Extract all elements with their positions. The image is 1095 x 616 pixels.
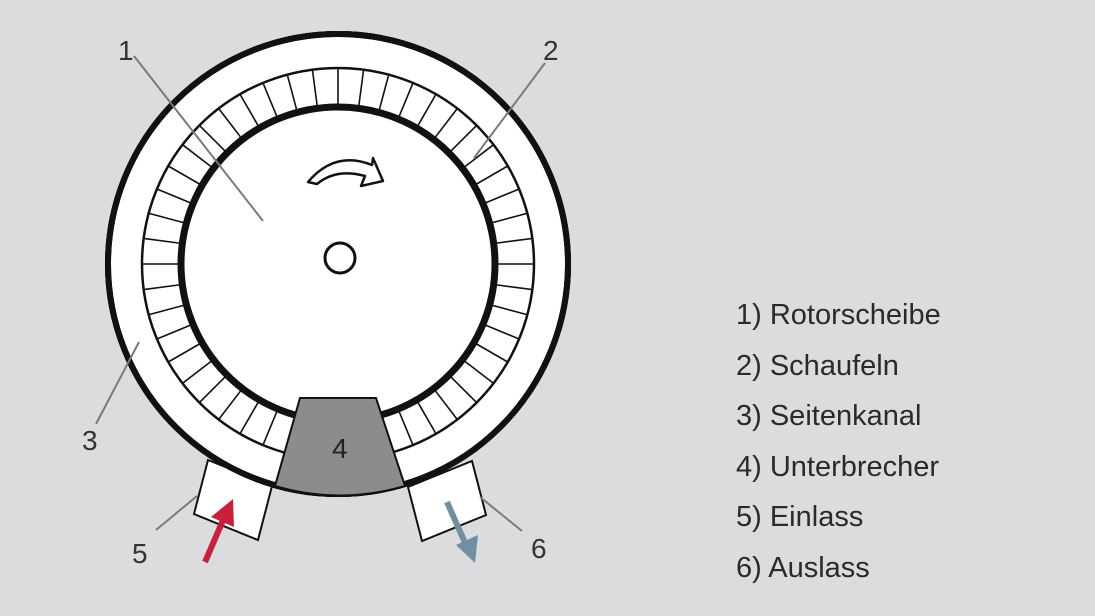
legend-item-auslass: 6) Auslass [736,551,870,584]
blade [148,304,184,316]
callout-6: 6 [531,533,547,564]
leader-line-6 [479,496,523,532]
outlet-port [406,459,488,543]
blade [167,165,200,185]
blade [434,108,458,138]
leader-line-3 [95,341,140,425]
blade [262,411,278,446]
blade [450,124,478,152]
blade [398,411,414,446]
rotor-hub [323,241,357,275]
blade [198,124,226,152]
legend-item-schaufeln: 2) Schaufeln [736,349,899,382]
blade [485,324,520,340]
blade [476,343,509,363]
blade [464,360,494,384]
blade [358,69,365,106]
blade [182,144,212,168]
curved-arrow-clockwise-icon [306,156,385,188]
blade [218,390,242,420]
blade [167,343,200,363]
callout-2: 2 [543,35,559,66]
blade [218,108,242,138]
blade [476,165,509,185]
leader-line-1 [133,55,264,222]
blade [286,74,298,110]
inlet-arrow-icon [202,499,234,564]
blade [156,324,191,340]
breaker-segment [273,397,407,497]
blade [492,304,528,316]
blade [143,284,180,291]
legend-item-einlass: 5) Einlass [736,501,864,533]
blade [143,237,180,244]
blade [485,188,520,204]
blade [398,82,414,117]
blade [434,390,458,420]
blade [148,212,184,224]
blade [156,188,191,204]
leader-line-2 [473,62,546,159]
legend-item-seitenkanal: 3) Seitenkanal [736,400,922,432]
blade [496,284,533,291]
blade [198,376,226,404]
leader-lines [95,55,546,532]
blade [417,402,437,435]
blade [450,376,478,404]
legend-item-unterbrecher: 4) Unterbrecher [736,450,940,483]
blade [239,93,259,126]
rotor-blades [142,68,534,446]
legend-item-rotorscheibe: 1) Rotorscheibe [736,299,941,331]
outlet-arrow-icon [444,500,478,563]
blade [262,82,278,117]
callout-3: 3 [82,425,98,456]
callout-1: 1 [118,35,134,66]
blade [496,237,533,244]
legend: 1) Rotorscheibe 2) Schaufeln 3) Seitenka… [736,290,941,593]
blade [417,93,437,126]
callout-4: 4 [332,433,348,464]
leader-line-5 [155,495,198,531]
blade [182,360,212,384]
blade [464,144,494,168]
blade [378,74,390,110]
blade [239,402,259,435]
blade [492,212,528,224]
callout-5: 5 [132,538,148,569]
blade [311,69,318,106]
